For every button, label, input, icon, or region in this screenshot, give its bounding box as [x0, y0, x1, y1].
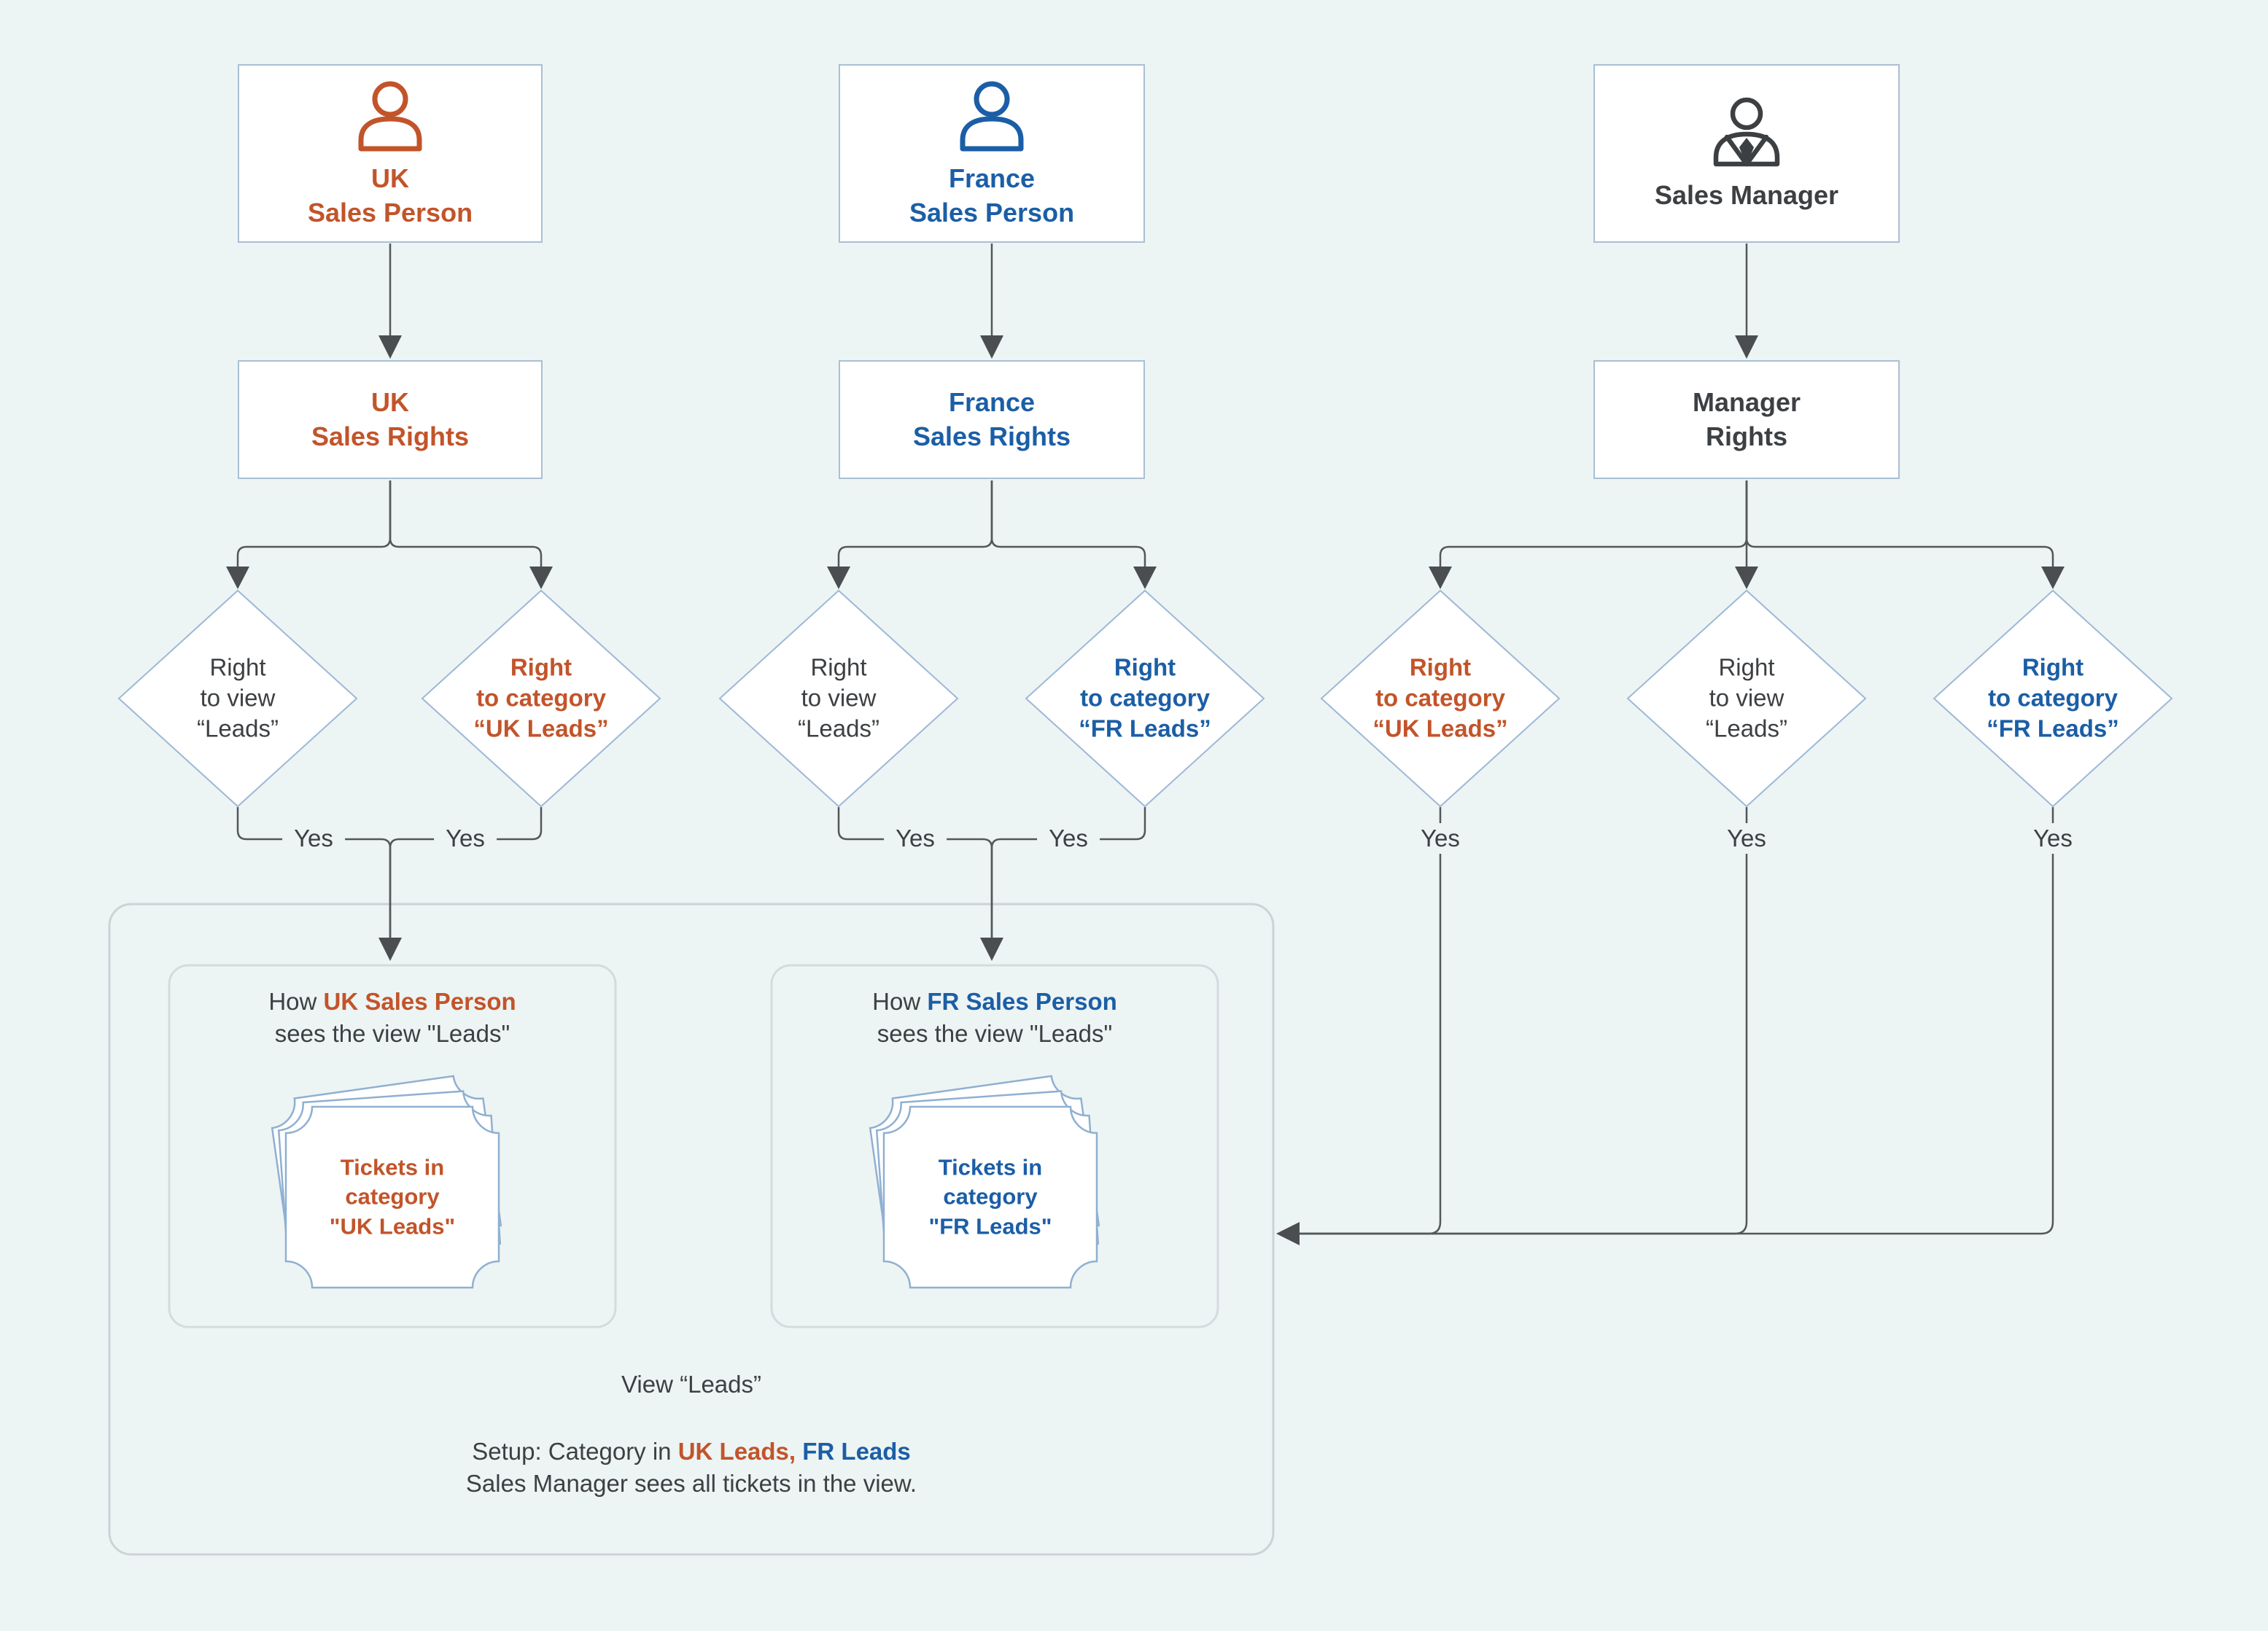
ticket-front [284, 1105, 500, 1289]
arrowhead-d2 [529, 567, 553, 589]
yes-label: Yes [434, 823, 497, 854]
arrowhead-uk-rights [378, 335, 402, 359]
yes-label: Yes [1409, 823, 1472, 854]
manager-note: Sales Manager sees all tickets in the vi… [465, 1470, 917, 1497]
yes-label: Yes [884, 823, 947, 854]
arrowhead-d4 [1133, 567, 1157, 589]
diamond-uk-view [117, 589, 358, 808]
split-mgr-right [1745, 480, 2054, 567]
split-uk-right [389, 480, 543, 567]
uk-result-title-line1: How UK Sales Person [169, 986, 615, 1018]
arrowhead-fr-result [980, 938, 1003, 961]
split-mgr-left [1439, 480, 1748, 567]
split-fr-left [837, 480, 993, 567]
diamond-uk-category-label: Right to category “UK Leads” [473, 653, 609, 743]
arrowhead-mgr-rights [1735, 335, 1758, 359]
manager-rights-label: Manager Rights [1692, 386, 1801, 451]
diamond-fr-view-label: Right to view “Leads” [798, 653, 879, 743]
diamond-uk-category [421, 589, 661, 808]
view-setup-uk-leads: UK Leads, [677, 1438, 796, 1465]
diamond-mgr-view-label: Right to view “Leads” [1706, 653, 1787, 743]
fr-result-title: How FR Sales Person sees the view "Leads… [772, 986, 1218, 1050]
mgr-yes-line-1 [1298, 807, 1442, 1235]
fr-result-title-prefix: How [872, 988, 928, 1015]
diamond-fr-view [718, 589, 959, 808]
diamond-fr-category-label: Right to category “FR Leads” [1079, 653, 1211, 743]
sales-manager-label: Sales Manager [1654, 180, 1839, 211]
uk-sales-person-label: UK Sales Person [307, 163, 473, 227]
uk-result-title-prefix: How [268, 988, 324, 1015]
uk-sales-rights-box: UK Sales Rights [238, 360, 543, 479]
diamond-mgr-view [1626, 589, 1867, 808]
uk-result-title-actor: UK Sales Person [323, 988, 516, 1015]
view-leads-container [108, 903, 1275, 1556]
arrowhead-mgr-into-view [1276, 1222, 1300, 1245]
arrowhead-d1 [226, 567, 249, 589]
uk-result-box [168, 964, 617, 1328]
diamond-fr-category [1025, 589, 1265, 808]
yes-label: Yes [1037, 823, 1100, 854]
diamond-mgr-uk-category-label: Right to category “UK Leads” [1372, 653, 1508, 743]
fr-ticket-stack-icon [869, 1075, 1100, 1289]
uk-sales-person-box: UK Sales Person [238, 64, 543, 243]
view-setup-fr-leads: FR Leads [802, 1438, 911, 1465]
fr-tickets-label: Tickets in category "FR Leads" [928, 1154, 1052, 1239]
france-sales-rights-label: France Sales Rights [912, 386, 1071, 451]
yes-label: Yes [2022, 823, 2084, 854]
view-setup-prefix: Setup: Category in [472, 1438, 678, 1465]
uk-tickets-label: Tickets in category "UK Leads" [329, 1154, 456, 1239]
arrowhead-fr-rights [980, 335, 1003, 359]
arrowhead-d5 [1429, 567, 1452, 589]
sales-manager-box: Sales Manager [1593, 64, 1900, 243]
view-setup-line: Setup: Category in UK Leads, FR Leads [109, 1436, 1273, 1468]
france-sales-rights-box: France Sales Rights [839, 360, 1145, 479]
fr-result-title-line2: sees the view "Leads" [877, 1020, 1113, 1048]
decision-diamonds [117, 589, 2173, 808]
diamond-mgr-uk-category [1320, 589, 1561, 808]
mgr-yes-line-2 [1298, 807, 1748, 1235]
fr-result-title-actor: FR Sales Person [927, 988, 1117, 1015]
split-fr-right [990, 480, 1146, 567]
mgr-yes-line-3 [1298, 807, 2054, 1235]
uk-result-title-line2: sees the view "Leads" [274, 1020, 510, 1048]
france-sales-person-box: France Sales Person [839, 64, 1145, 243]
ticket-front [882, 1105, 1098, 1289]
view-leads-title: View “Leads” [621, 1371, 761, 1398]
uk-sales-rights-label: UK Sales Rights [311, 386, 470, 451]
arrowhead-d6 [1735, 567, 1758, 589]
fr-result-box [770, 964, 1219, 1328]
arrowhead-d7 [2041, 567, 2065, 589]
arrowheads [226, 335, 2065, 1245]
diamond-mgr-fr-category [1933, 589, 2173, 808]
arrowhead-d3 [827, 567, 850, 589]
manager-rights-box: Manager Rights [1593, 360, 1900, 479]
uk-ticket-stack-icon [271, 1075, 502, 1289]
diamond-mgr-fr-category-label: Right to category “FR Leads” [1987, 653, 2119, 743]
person-icon [358, 81, 422, 152]
yes-label: Yes [1715, 823, 1778, 854]
uk-result-title: How UK Sales Person sees the view "Leads… [169, 986, 615, 1050]
fr-result-title-line1: How FR Sales Person [772, 986, 1218, 1018]
france-sales-person-label: France Sales Person [909, 163, 1075, 227]
person-icon [960, 81, 1024, 152]
diamond-uk-view-label: Right to view “Leads” [197, 653, 279, 743]
arrowhead-uk-result [378, 938, 402, 961]
split-uk-left [236, 480, 392, 567]
manager-person-icon [1713, 97, 1780, 167]
yes-label: Yes [282, 823, 345, 854]
